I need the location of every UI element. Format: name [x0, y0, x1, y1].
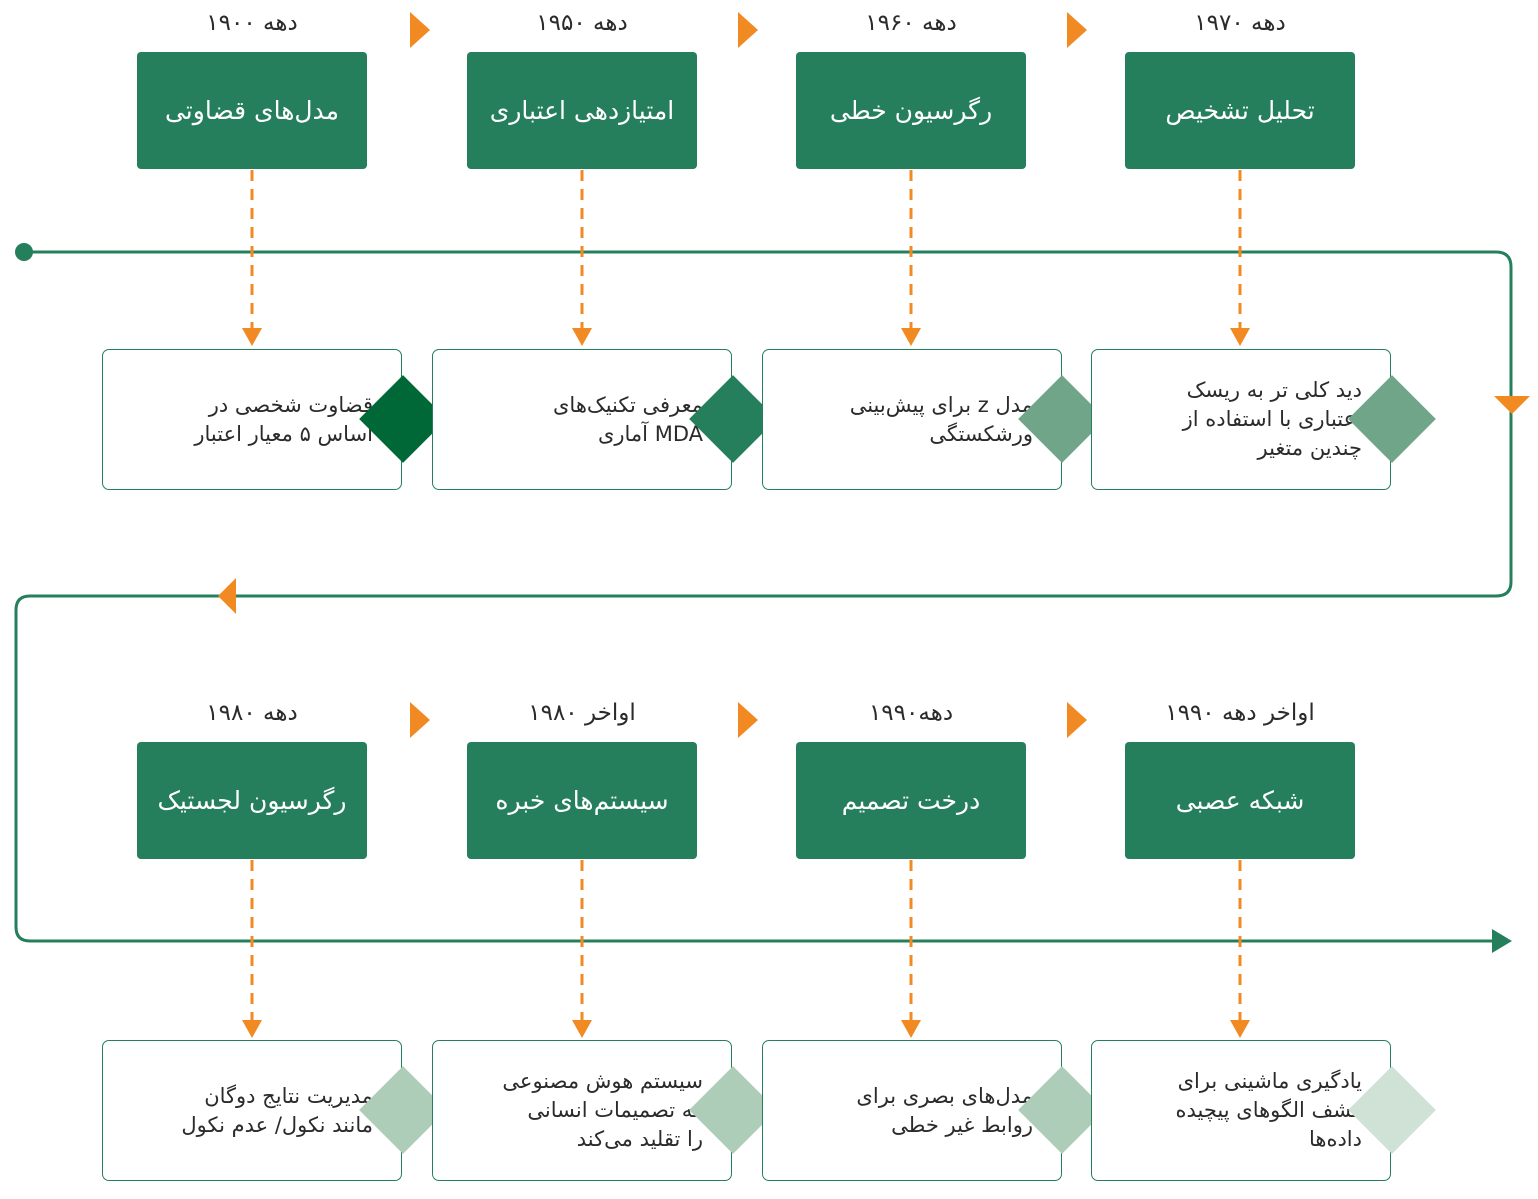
row-1-chevron-2 — [738, 12, 758, 48]
description-line: که تصمیمات انسانی — [527, 1098, 703, 1122]
milestone-title: رگرسیون لجستیک — [157, 786, 347, 815]
milestone-description: مدیریت نتایج دوگان مانند نکول/ عدم نکول — [163, 1041, 373, 1180]
milestone-title: سیستم‌های خبره — [495, 786, 669, 815]
description-line: قضاوت شخصی در — [208, 392, 373, 417]
description-line: داده‌ها — [1308, 1127, 1362, 1151]
era-label: اواخر ۱۹۸۰ — [528, 700, 636, 726]
milestone-description: سیستم هوش مصنوعی که تصمیمات انسانی را تقلی… — [493, 1041, 703, 1180]
description-line: ورشکستگی — [929, 421, 1033, 446]
dashed-arrowhead-5 — [242, 1020, 262, 1038]
description-line: معرفی تکنیک‌های — [552, 392, 703, 417]
milestone-title: رگرسیون خطی — [829, 96, 993, 125]
milestone-description: یادگیری ماشینی برای کشف الگوهای پیچیده داد… — [1152, 1041, 1362, 1180]
milestone-title: مدل‌های قضاوتی — [164, 96, 340, 125]
timeline-connector-line — [14, 250, 1513, 943]
direction-arrow-down — [1494, 396, 1530, 414]
description-line: اساس ۵ معیار اعتبار — [194, 421, 373, 446]
description-line: MDA آماری — [597, 421, 703, 446]
milestone-title-box: امتیازدهی اعتباری — [467, 52, 697, 169]
dashed-arrowhead-6 — [572, 1020, 592, 1038]
milestone-description: قضاوت شخصی در اساس ۵ معیار اعتبار — [163, 350, 373, 489]
row-1-chevron-1 — [410, 12, 430, 48]
description-line: مانند نکول/ عدم نکول — [181, 1112, 373, 1137]
description-line: را تقلید می‌کند — [576, 1127, 703, 1151]
description-line: دید کلی تر به ریسک — [1186, 378, 1362, 402]
milestone-title-box: رگرسیون لجستیک — [137, 742, 367, 859]
milestone-description: مدل z برای پیش‌بینی ورشکستگی — [823, 350, 1033, 489]
description-line: مدل‌های بصری برای — [856, 1083, 1033, 1108]
description-line: مدل z برای پیش‌بینی — [849, 392, 1033, 417]
dashed-arrowhead-3 — [901, 328, 921, 346]
milestone-description-box: مدیریت نتایج دوگان مانند نکول/ عدم نکول — [102, 1040, 402, 1181]
milestone-title-box: تحلیل تشخیص — [1125, 52, 1355, 169]
dashed-arrowhead-4 — [1230, 328, 1250, 346]
row-2-chevron-3 — [1067, 702, 1087, 738]
milestone-description: معرفی تکنیک‌های MDA آماری — [493, 350, 703, 489]
description-line: چندین متغیر — [1257, 436, 1363, 460]
milestone-title: تحلیل تشخیص — [1165, 96, 1315, 125]
era-label: اواخر دهه ۱۹۹۰ — [1165, 700, 1315, 726]
milestone-description-box: قضاوت شخصی در اساس ۵ معیار اعتبار — [102, 349, 402, 490]
milestone-description-box: معرفی تکنیک‌های MDA آماری — [432, 349, 732, 490]
direction-arrow-left — [218, 578, 236, 614]
dashed-arrowhead-7 — [901, 1020, 921, 1038]
description-line: مدیریت نتایج دوگان — [204, 1083, 373, 1108]
era-label: دهه۱۹۹۰ — [868, 700, 954, 726]
milestone-description-box: سیستم هوش مصنوعی که تصمیمات انسانی را تقلی… — [432, 1040, 732, 1181]
milestone-title: شبکه عصبی — [1175, 786, 1305, 815]
milestone-description-box: دید کلی تر به ریسک اعتباری با استفاده از چ… — [1091, 349, 1391, 490]
milestone-title-box: مدل‌های قضاوتی — [137, 52, 367, 169]
milestone-description-box: یادگیری ماشینی برای کشف الگوهای پیچیده داد… — [1091, 1040, 1391, 1181]
line-end-arrowhead — [1492, 929, 1512, 953]
era-label: دهه ۱۹۵۰ — [536, 10, 628, 36]
milestone-title: درخت تصمیم — [841, 786, 981, 815]
row-2-chevron-2 — [738, 702, 758, 738]
milestone-title-box: شبکه عصبی — [1125, 742, 1355, 859]
dashed-arrowhead-2 — [572, 328, 592, 346]
era-label: دهه ۱۹۸۰ — [206, 700, 298, 726]
era-label: دهه ۱۹۶۰ — [865, 10, 957, 36]
dashed-arrowhead-8 — [1230, 1020, 1250, 1038]
description-line: سیستم هوش مصنوعی — [502, 1069, 703, 1093]
row-1-chevron-3 — [1067, 12, 1087, 48]
description-line: کشف الگوهای پیچیده — [1175, 1098, 1362, 1122]
dashed-arrowhead-1 — [242, 328, 262, 346]
description-line: اعتباری با استفاده از — [1182, 407, 1362, 431]
milestone-description: مدل‌های بصری برای روابط غیر خطی — [823, 1041, 1033, 1180]
milestone-description-box: مدل‌های بصری برای روابط غیر خطی — [762, 1040, 1062, 1181]
milestone-title: امتیازدهی اعتباری — [489, 96, 675, 125]
era-label: دهه ۱۹۰۰ — [206, 10, 298, 36]
milestone-title-box: درخت تصمیم — [796, 742, 1026, 859]
milestone-description-box: مدل z برای پیش‌بینی ورشکستگی — [762, 349, 1062, 490]
description-line: یادگیری ماشینی برای — [1177, 1069, 1362, 1093]
milestone-title-box: رگرسیون خطی — [796, 52, 1026, 169]
milestone-description: دید کلی تر به ریسک اعتباری با استفاده از چ… — [1152, 350, 1362, 489]
era-label: دهه ۱۹۷۰ — [1194, 10, 1286, 36]
description-line: روابط غیر خطی — [891, 1112, 1033, 1137]
row-2-chevron-1 — [410, 702, 430, 738]
milestone-title-box: سیستم‌های خبره — [467, 742, 697, 859]
